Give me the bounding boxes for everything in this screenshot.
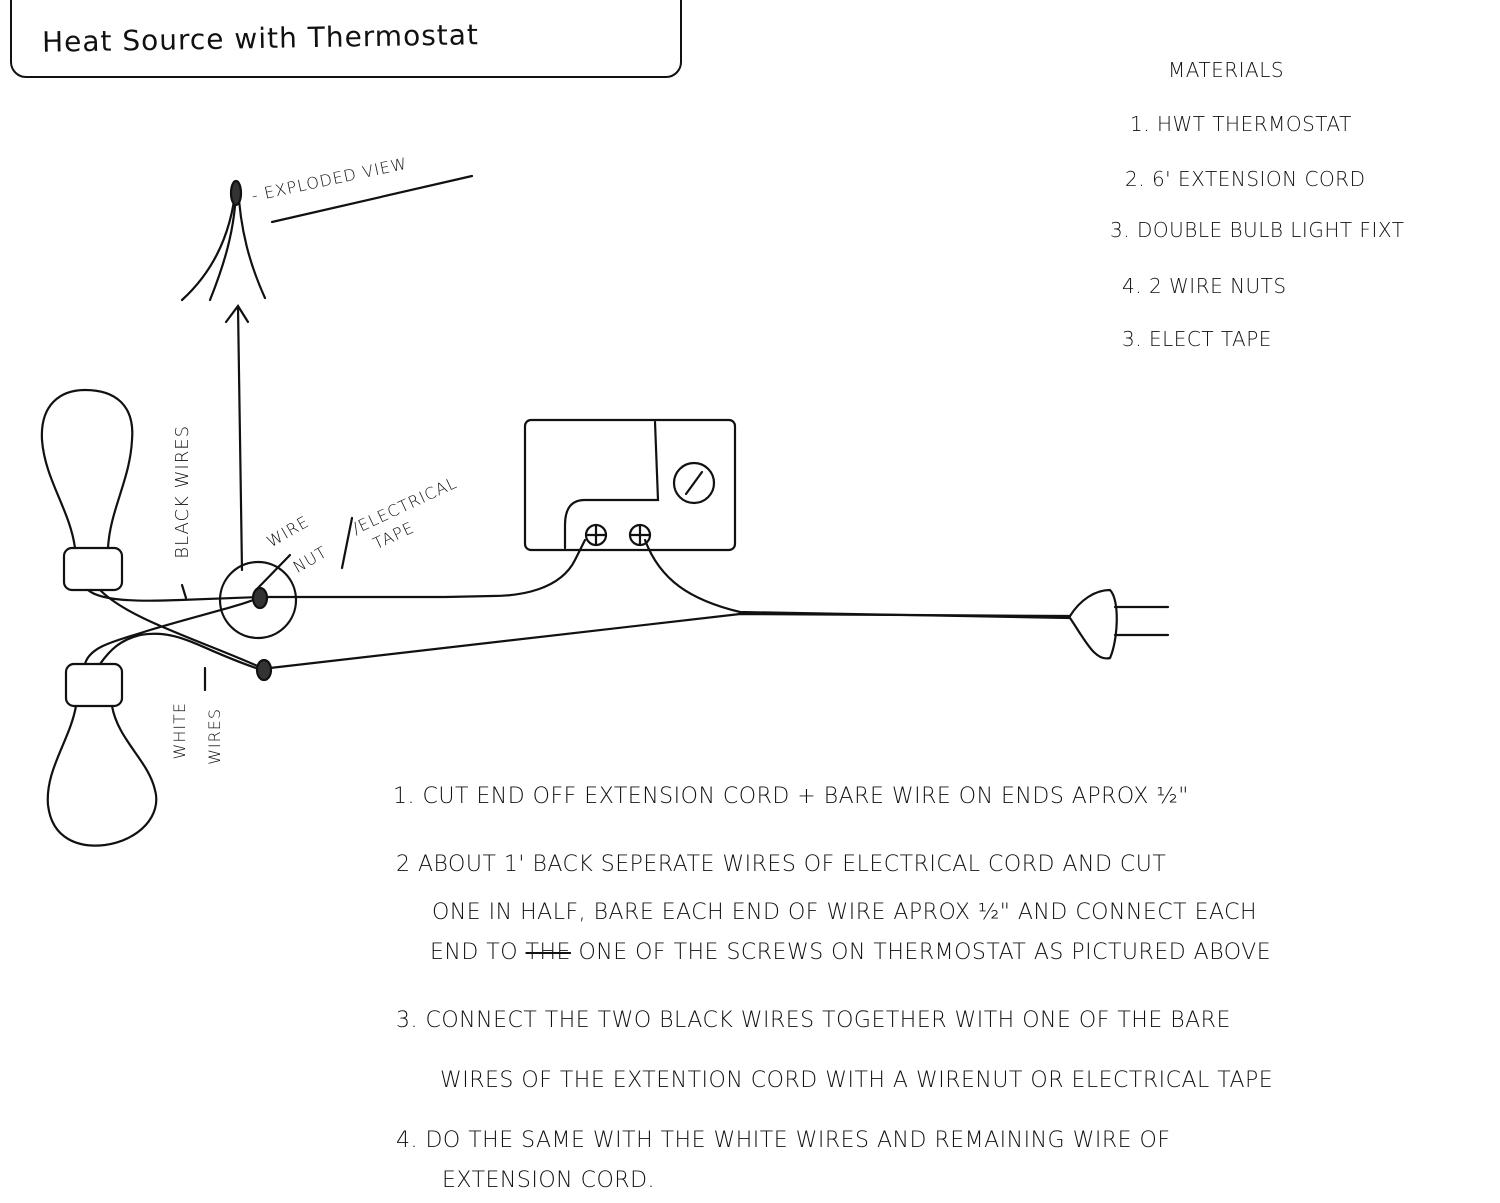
exploded-view-wires: [180, 174, 474, 302]
step-2-text-a: End to: [430, 940, 519, 965]
instruction-step-2-line-3: End to the one of the screws on Thermost…: [430, 940, 1271, 965]
title-box: Heat Source with Thermostat: [10, 0, 682, 78]
instruction-step-4-line-2: Extension Cord.: [442, 1168, 655, 1193]
material-item: 2. 6' Extension Cord: [1125, 167, 1366, 191]
thermostat-icon: [523, 418, 737, 552]
instruction-step-1: 1. Cut end off Extension Cord + Bare wir…: [393, 784, 1189, 809]
top-bulb-icon: [40, 388, 134, 592]
instruction-step-4-line-1: 4. Do the same with the white wires and …: [396, 1128, 1171, 1153]
instruction-step-2-line-2: one in Half, Bare each End of wire Aprox…: [432, 900, 1258, 925]
material-item: 3. Double Bulb Light Fixt: [1110, 218, 1405, 242]
plug-icon: [1068, 588, 1170, 660]
white-wires-label-1: White: [170, 702, 189, 760]
wires: [83, 516, 1072, 692]
bottom-bulb-icon: [46, 662, 158, 847]
instruction-step-2-line-1: 2 About 1' Back Seperate wires of Electr…: [396, 852, 1167, 877]
white-wires-label-2: Wires: [205, 708, 224, 765]
material-item: 1. HWT Thermostat: [1130, 112, 1352, 136]
instruction-step-3-line-1: 3. Connect the two Black wires together …: [396, 1008, 1231, 1033]
material-item: 4. 2 Wire Nuts: [1122, 274, 1287, 298]
instruction-step-3-line-2: wires of the extention cord with a wiren…: [440, 1068, 1274, 1093]
black-wires-label: Black wires: [172, 425, 193, 559]
step-2-text-b: one of the screws on Thermostat as Pictu…: [578, 940, 1272, 965]
step-2-struck-word: the: [525, 940, 571, 965]
materials-heading: Materials: [1168, 58, 1285, 82]
material-item: 3. Elect Tape: [1122, 327, 1272, 351]
arrow-to-exploded-view: [224, 304, 250, 572]
